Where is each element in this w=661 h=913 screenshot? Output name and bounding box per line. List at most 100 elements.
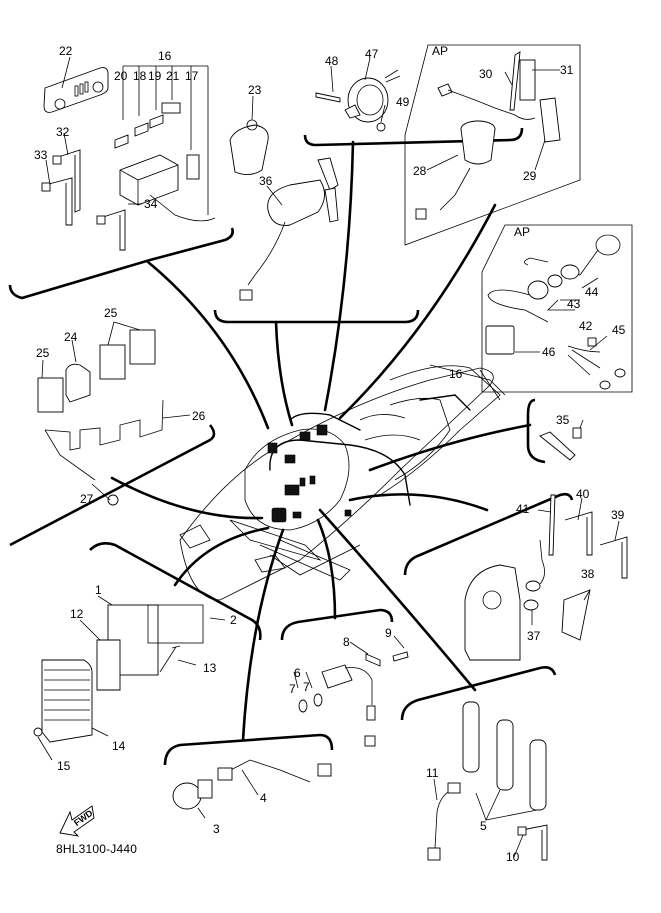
callout-49: 49	[396, 95, 410, 109]
leader-starter	[323, 140, 355, 412]
leader-fuse-box	[146, 260, 270, 430]
bolt-48	[315, 92, 341, 103]
o-ring-7b	[313, 693, 323, 707]
cover-46	[485, 325, 515, 355]
callout-2: 2	[230, 613, 237, 627]
panel-ignition-border	[213, 309, 420, 324]
panel-coils-border	[400, 666, 557, 721]
lead-wire-11	[427, 782, 461, 861]
callout-30: 30	[479, 67, 493, 81]
leader-clip	[368, 423, 532, 472]
watercraft-hull-drawing	[179, 364, 506, 601]
callout-4: 4	[260, 791, 267, 805]
callout-7-left: 7	[289, 682, 296, 696]
rectifier-14	[41, 659, 93, 743]
callout-37: 37	[527, 629, 541, 643]
callout-27: 27	[80, 492, 94, 506]
callout-17: 17	[185, 69, 199, 83]
drawing-code: 8HL3100-J440	[56, 842, 138, 856]
callout-23: 23	[248, 83, 262, 97]
callout-43: 43	[567, 297, 581, 311]
lead-4	[217, 759, 332, 783]
callout-6: 6	[294, 666, 301, 680]
leader-ecu	[173, 526, 270, 587]
clamp-10	[517, 824, 548, 861]
callout-20: 20	[114, 69, 128, 83]
panel-mount-border	[403, 492, 574, 576]
tie-41	[548, 494, 556, 556]
callout-44: 44	[585, 285, 599, 299]
main-switch-36	[239, 157, 339, 301]
panel-ecu-border	[89, 542, 262, 641]
sensor-37	[523, 539, 545, 611]
fuses-18-19-20	[114, 114, 164, 149]
o-ring-7a	[298, 699, 308, 713]
ap-box-lower	[481, 224, 633, 393]
panel-starter-border	[303, 127, 524, 147]
leader-pressure	[241, 528, 285, 742]
leader-ignition	[274, 320, 294, 427]
clamp-35	[539, 431, 576, 461]
callout-34: 34	[144, 197, 158, 211]
callout-18: 18	[133, 69, 147, 83]
callout-32: 32	[56, 125, 70, 139]
lead-wire-45	[567, 337, 626, 390]
thermo-unit-6	[321, 664, 376, 747]
relay-24	[65, 363, 91, 403]
leader-temp	[316, 518, 337, 620]
callout-16-top: 16	[158, 49, 172, 63]
clamp-35-head	[572, 427, 582, 439]
callout-12: 12	[70, 607, 84, 621]
callout-9: 9	[385, 626, 392, 640]
panel-relays-border	[9, 424, 216, 547]
callout-1: 1	[95, 583, 102, 597]
callout-48: 48	[325, 54, 339, 68]
fuse-box-16	[119, 154, 216, 222]
nut-49	[376, 122, 386, 132]
seal-2	[147, 604, 204, 644]
callout-10: 10	[506, 850, 520, 864]
panel-clip-border	[526, 398, 546, 464]
callout-26: 26	[192, 409, 206, 423]
callout-16-harness: 16	[449, 367, 463, 381]
starter-switch-47	[344, 69, 401, 123]
callout-13: 13	[203, 661, 217, 675]
callout-19: 19	[148, 69, 162, 83]
callout-21: 21	[166, 69, 180, 83]
callout-14: 14	[112, 739, 126, 753]
fwd-arrow-icon	[59, 805, 95, 837]
callout-31: 31	[560, 63, 574, 77]
callout-35: 35	[556, 413, 570, 427]
clamp-39	[599, 536, 628, 579]
callout-15: 15	[57, 759, 71, 773]
callout-47: 47	[365, 47, 379, 61]
relays-25	[37, 329, 156, 413]
bolt-9	[392, 651, 409, 662]
ignition-coils-5	[462, 701, 547, 811]
callout-42: 42	[579, 319, 593, 333]
callout-7-right: 7	[303, 680, 310, 694]
bracket-12	[96, 639, 121, 691]
bracket-38	[561, 589, 591, 641]
callout-24: 24	[64, 330, 78, 344]
leader-relays	[110, 476, 264, 520]
callout-25-left: 25	[36, 346, 50, 360]
cap-23	[229, 119, 269, 175]
callout-33: 33	[34, 148, 48, 162]
wire-harness-drawing	[267, 394, 471, 523]
callout-39: 39	[611, 508, 625, 522]
callout-45: 45	[612, 323, 626, 337]
screw-27	[107, 494, 119, 506]
callout-11: 11	[426, 766, 439, 780]
bracket-16	[122, 65, 209, 215]
bolt-13	[159, 645, 181, 673]
callout-22: 22	[59, 44, 73, 58]
callout-3: 3	[213, 822, 220, 836]
lanyard-switch-42	[487, 234, 621, 323]
callout-36: 36	[259, 174, 273, 188]
callout-28: 28	[413, 164, 427, 178]
pressure-sensor-3	[172, 779, 213, 810]
clamps-32-33-34	[41, 149, 126, 251]
fuse-box-cover-22	[43, 67, 109, 113]
